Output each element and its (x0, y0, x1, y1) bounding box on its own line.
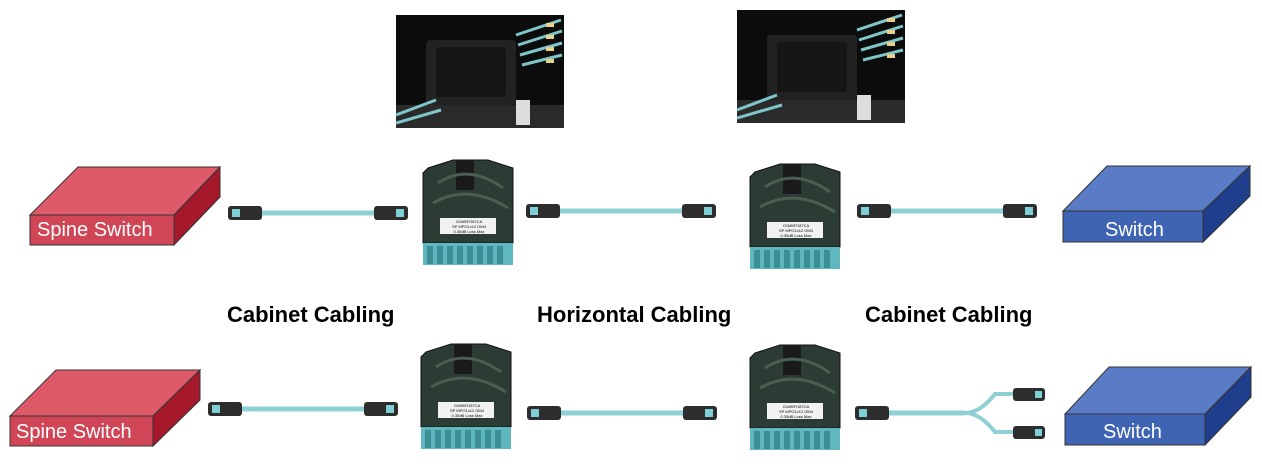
patch-cable (527, 406, 717, 420)
switch-front (1064, 413, 1206, 446)
switch-label: Switch (1105, 219, 1164, 241)
cassette-label-line: O1M5FO87CA (455, 219, 483, 224)
spine-switch-front (29, 214, 175, 246)
spine-switch-box-icon (28, 165, 222, 247)
cassette-label-line: 0.35dB Loss Max (780, 414, 812, 419)
patch-cable (526, 204, 716, 218)
spine-switch-box-icon (8, 368, 202, 448)
cassette-label: O1M5FO87CA SP MPO1x12 OM4 0.35dB Loss Ma… (442, 403, 492, 418)
spine-switch-label: Spine Switch (16, 421, 132, 443)
switch-label: Switch (1103, 421, 1162, 443)
cassette-label-line: SP MPO1x12 OM4 (450, 408, 484, 413)
cassette-label-line: SP MPO1x12 OM4 (452, 224, 486, 229)
mpo-cassette-icon (749, 344, 841, 450)
patch-panel-photo-right (737, 10, 905, 123)
switch-box-icon (1061, 164, 1252, 244)
switch-front (1062, 210, 1204, 243)
mpo-cassette-icon (749, 163, 841, 269)
switch-box-icon (1063, 365, 1253, 447)
cassette-label-line: O1M5FO87CA (782, 223, 810, 228)
spine-switch-front (9, 415, 154, 447)
cassette-label-line: O1M5FO87CA (453, 403, 481, 408)
patch-panel-photo-left (396, 15, 564, 128)
patch-cable (208, 402, 398, 416)
cassette-label: O1M5FO87CA SP MPO1x12 OM4 0.35dB Loss Ma… (771, 404, 821, 419)
patch-panel-photo-left-graphic (396, 15, 564, 128)
cassette-label-line: SP MPO1x12 OM4 (779, 228, 813, 233)
cassette-label-line: 0.35dB Loss Max (453, 229, 485, 234)
mpo-cassette-icon (422, 159, 514, 265)
breakout-cable (855, 388, 1045, 439)
patch-cable (228, 206, 408, 220)
cassette-label-line: 0.35dB Loss Max (780, 233, 812, 238)
cassette-label-line: 0.35dB Loss Max (451, 413, 483, 418)
cassette-label-line: O1M5FO87CA (782, 404, 810, 409)
cassette-label: O1M5FO87CA SP MPO1x12 OM4 0.35dB Loss Ma… (444, 219, 494, 234)
spine-switch-label: Spine Switch (37, 219, 153, 241)
cassette-label-line: SP MPO1x12 OM4 (779, 409, 813, 414)
cassette-label: O1M5FO87CA SP MPO1x12 OM4 0.35dB Loss Ma… (771, 223, 821, 238)
section-label-horizontal: Horizontal Cabling (537, 302, 732, 327)
section-label-cabinet-right: Cabinet Cabling (865, 302, 1033, 327)
mpo-cassette-icon (420, 343, 512, 449)
patch-cable (857, 204, 1037, 218)
patch-panel-photo-right-graphic (737, 10, 905, 123)
section-label-cabinet-left: Cabinet Cabling (227, 302, 395, 327)
